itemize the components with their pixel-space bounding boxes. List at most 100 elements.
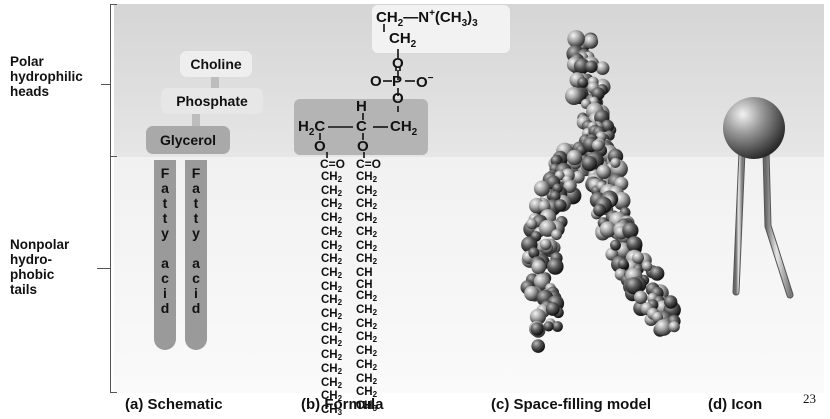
chain-unit-right-17: CH3 <box>356 399 378 413</box>
phosphate-o-right: O− <box>416 73 434 91</box>
atom-sphere-290 <box>625 277 643 295</box>
atom-sphere-5 <box>567 30 585 48</box>
atom-sphere-307 <box>652 311 663 323</box>
atom-sphere-136 <box>526 218 537 230</box>
atom-sphere-4 <box>583 34 599 49</box>
atom-sphere-159 <box>547 258 564 275</box>
chain-unit-right-7: CH <box>356 266 373 279</box>
chain-unit-left-0: CH2 <box>321 171 343 184</box>
glycerol-ch2-right: CH2 <box>390 118 418 138</box>
fatty-acid-tail-right: F a t t y a c i d <box>185 160 207 350</box>
chain-unit-left-5: CH2 <box>321 239 343 253</box>
caption-icon: (d) Icon <box>708 396 763 413</box>
chain-unit-right-12: CH2 <box>356 331 378 345</box>
atom-sphere-145 <box>551 229 562 241</box>
atom-sphere-310 <box>655 319 672 336</box>
chain-unit-left-2: CH2 <box>321 198 343 212</box>
phosphate-box: Phosphate <box>161 88 263 114</box>
icon-polar-head <box>723 97 785 159</box>
chain-unit-left-1: CH2 <box>321 184 343 198</box>
chain-unit-left-14: CH2 <box>321 362 343 376</box>
chain-unit-right-10: CH2 <box>356 304 378 318</box>
polar-heads-label: Polar hydrophilic heads <box>10 54 83 99</box>
phosphate-o-bottom: O <box>392 90 404 107</box>
atom-sphere-88 <box>566 149 583 166</box>
nonpolar-tails-label: Nonpolar hydro- phobic tails <box>10 237 70 297</box>
region-bracket <box>110 4 111 393</box>
atom-sphere-28 <box>577 77 588 88</box>
atom-sphere-311 <box>668 321 680 333</box>
chain-unit-left-17: CH3 <box>321 403 343 417</box>
fatty-acid-tail-left: F a t t y a c i d <box>154 160 176 350</box>
phosphate-o-left: O <box>370 73 382 90</box>
hydrophobic-region-band <box>114 157 824 393</box>
atom-sphere-126 <box>554 199 567 212</box>
atom-sphere-17 <box>573 58 590 75</box>
atom-sphere-178 <box>545 302 560 316</box>
chain-unit-right-16: CH2 <box>356 386 378 400</box>
phosphorus-atom: P <box>392 73 403 90</box>
atom-sphere-181 <box>529 308 547 325</box>
atom-sphere-266 <box>610 239 621 251</box>
caption-formula: (b) Formula <box>301 396 384 413</box>
chain-unit-left-10: CH2 <box>321 308 343 322</box>
chain-unit-left-15: CH2 <box>321 376 343 390</box>
atom-sphere-121 <box>549 190 561 202</box>
choline-phosphate-link <box>211 77 219 88</box>
chain-unit-left-12: CH2 <box>321 335 343 349</box>
page-number: 23 <box>803 391 816 406</box>
atom-sphere-107 <box>563 180 577 193</box>
chain-unit-left-3: CH2 <box>321 212 343 226</box>
atom-sphere-185 <box>531 339 545 353</box>
glycerol-box: Glycerol <box>146 126 230 154</box>
bracket-tick-top <box>110 4 117 5</box>
atom-sphere-160 <box>531 259 546 275</box>
carbonyl-left: C=O <box>320 157 346 171</box>
atom-sphere-184 <box>543 321 554 332</box>
atom-sphere-282 <box>649 266 665 281</box>
ester-oxygen-left: O <box>314 138 326 155</box>
caption-schematic: (a) Schematic <box>125 396 223 413</box>
chain-unit-right-4: CH2 <box>356 225 378 239</box>
chain-unit-right-5: CH2 <box>356 239 378 253</box>
chain-unit-right-9: CH2 <box>356 290 378 304</box>
methylene-formula: CH2 <box>389 30 417 50</box>
chain-unit-left-9: CH2 <box>321 294 343 308</box>
chain-unit-left-8: CH2 <box>321 280 343 294</box>
choline-formula-line: CH2—N+(CH3)3 <box>376 8 478 29</box>
glycerol-group-highlight <box>294 99 428 155</box>
choline-box: Choline <box>180 51 252 77</box>
bracket-tick-bottom <box>110 392 117 393</box>
atom-sphere-95 <box>571 170 585 184</box>
glycerol-hydrogen: H <box>356 98 367 115</box>
chain-unit-left-7: CH2 <box>321 266 343 280</box>
chain-unit-right-11: CH2 <box>356 317 378 331</box>
atom-sphere-277 <box>618 258 629 270</box>
atom-sphere-224 <box>596 164 612 180</box>
atom-sphere-264 <box>626 236 643 252</box>
chain-unit-right-0: CH2 <box>356 171 378 184</box>
glycerol-h2c: H2C <box>298 118 326 138</box>
chain-unit-right-1: CH2 <box>356 184 378 198</box>
chain-unit-left-6: CH2 <box>321 253 343 267</box>
atom-sphere-274 <box>632 251 644 264</box>
atom-sphere-299 <box>634 290 648 304</box>
atom-sphere-312 <box>565 87 583 105</box>
chain-unit-left-4: CH2 <box>321 225 343 239</box>
chain-unit-right-2: CH2 <box>356 198 378 212</box>
atom-sphere-114 <box>533 180 550 197</box>
atom-sphere-92 <box>550 155 562 167</box>
atom-sphere-168 <box>524 285 540 302</box>
chain-unit-right-6: CH2 <box>356 253 378 267</box>
chain-unit-left-16: CH2 <box>321 390 343 404</box>
atom-sphere-245 <box>593 203 606 217</box>
chain-unit-right-8: CH <box>356 278 373 291</box>
atom-sphere-20 <box>585 60 598 73</box>
chain-unit-left-13: CH2 <box>321 349 343 363</box>
atom-sphere-152 <box>539 238 552 251</box>
